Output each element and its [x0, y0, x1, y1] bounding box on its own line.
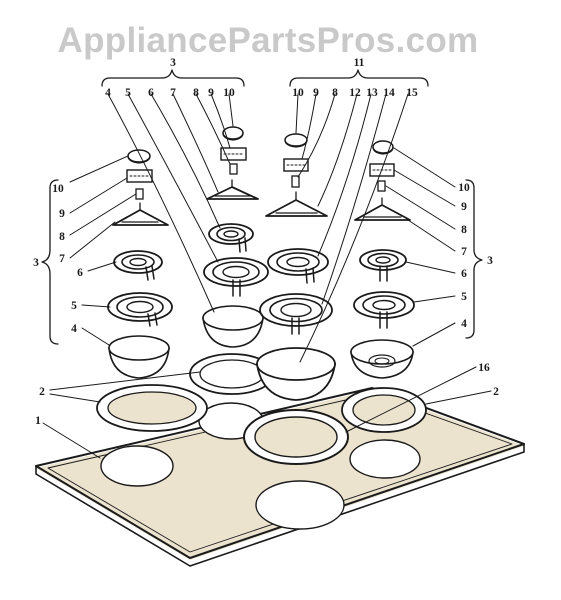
callout-top-left-1: 4 — [105, 87, 111, 99]
callout-right-4: 7 — [461, 246, 467, 258]
clip-right — [377, 180, 386, 192]
coil-element-center-right-small — [267, 248, 329, 284]
group-braces — [41, 69, 483, 345]
cap-center-left — [222, 126, 244, 141]
callout-right-5: 6 — [461, 268, 467, 280]
right-trim-ring — [341, 387, 427, 433]
support-bracket-center-left — [206, 179, 259, 200]
support-bracket-left — [112, 202, 169, 226]
callout-top-left-5: 8 — [193, 87, 199, 99]
callout-labels: 3 11 3 3 4 5 6 7 8 9 10 10 9 8 12 13 14 … — [33, 57, 499, 427]
callout-top-left-3: 6 — [148, 87, 154, 99]
callout-top-right-1: 10 — [292, 87, 304, 99]
coil-element-right-large — [353, 291, 415, 329]
callout-top-right-4: 12 — [349, 87, 361, 99]
callout-group-left-side: 3 — [33, 257, 39, 269]
support-bracket-center-right — [265, 191, 328, 217]
cap-left — [127, 149, 151, 164]
callout-top-left-4: 7 — [170, 87, 176, 99]
coil-element-left-small — [113, 250, 163, 281]
drip-pan-left — [108, 335, 170, 379]
receptacle-center-right — [283, 158, 309, 172]
callout-left-rings: 2 — [39, 386, 45, 398]
callout-right-1: 10 — [458, 182, 470, 194]
callout-cooktop: 1 — [35, 415, 41, 427]
callout-top-right-6: 14 — [383, 87, 395, 99]
drip-pan-large — [255, 347, 337, 401]
large-center-trim-ring — [243, 409, 349, 465]
drip-pan-center-left — [202, 305, 264, 348]
clip-center-left — [229, 163, 238, 175]
callout-group-left-top: 3 — [170, 57, 176, 69]
callout-left-6: 5 — [71, 300, 77, 312]
callout-right-3: 8 — [461, 224, 467, 236]
cap-right — [372, 140, 394, 155]
coil-element-center-left-small — [208, 223, 254, 253]
callout-right-ring: 2 — [493, 386, 499, 398]
callout-group-right-side: 3 — [487, 255, 493, 267]
callout-top-right-3: 8 — [332, 87, 338, 99]
callout-right-2: 9 — [461, 201, 467, 213]
callout-top-right-2: 9 — [313, 87, 319, 99]
watermark-text: AppliancePartsPros.com — [58, 21, 479, 60]
coil-element-right-small — [359, 249, 407, 282]
callout-right-6: 5 — [461, 291, 467, 303]
callout-left-7: 4 — [71, 323, 77, 335]
left-trim-ring — [96, 384, 208, 432]
leader-lines — [42, 93, 492, 459]
callout-left-2: 9 — [59, 208, 65, 220]
cap-center-right — [284, 133, 308, 148]
cooktop-panel — [35, 387, 525, 567]
support-bracket-right — [354, 197, 411, 221]
callout-top-left-2: 5 — [125, 87, 131, 99]
callout-left-4: 7 — [59, 253, 65, 265]
drip-pan-right — [350, 339, 414, 379]
coil-element-left-large — [107, 292, 173, 327]
coil-element-center-left-large — [203, 257, 269, 297]
callout-center-ring: 16 — [478, 362, 490, 374]
callout-left-3: 8 — [59, 231, 65, 243]
clip-center-right — [291, 175, 300, 188]
callout-left-1: 10 — [52, 183, 64, 195]
receptacle-center-left — [220, 147, 247, 161]
callout-left-5: 6 — [77, 267, 83, 279]
callout-top-left-7: 10 — [223, 87, 235, 99]
clip-left — [135, 188, 144, 200]
callout-top-right-5: 13 — [366, 87, 378, 99]
receptacle-left — [126, 169, 153, 183]
coil-element-center-right-large — [259, 293, 333, 335]
callout-right-7: 4 — [461, 318, 467, 330]
callout-top-left-6: 9 — [208, 87, 214, 99]
callout-top-right-7: 15 — [406, 87, 418, 99]
callout-group-right-top: 11 — [354, 57, 365, 69]
